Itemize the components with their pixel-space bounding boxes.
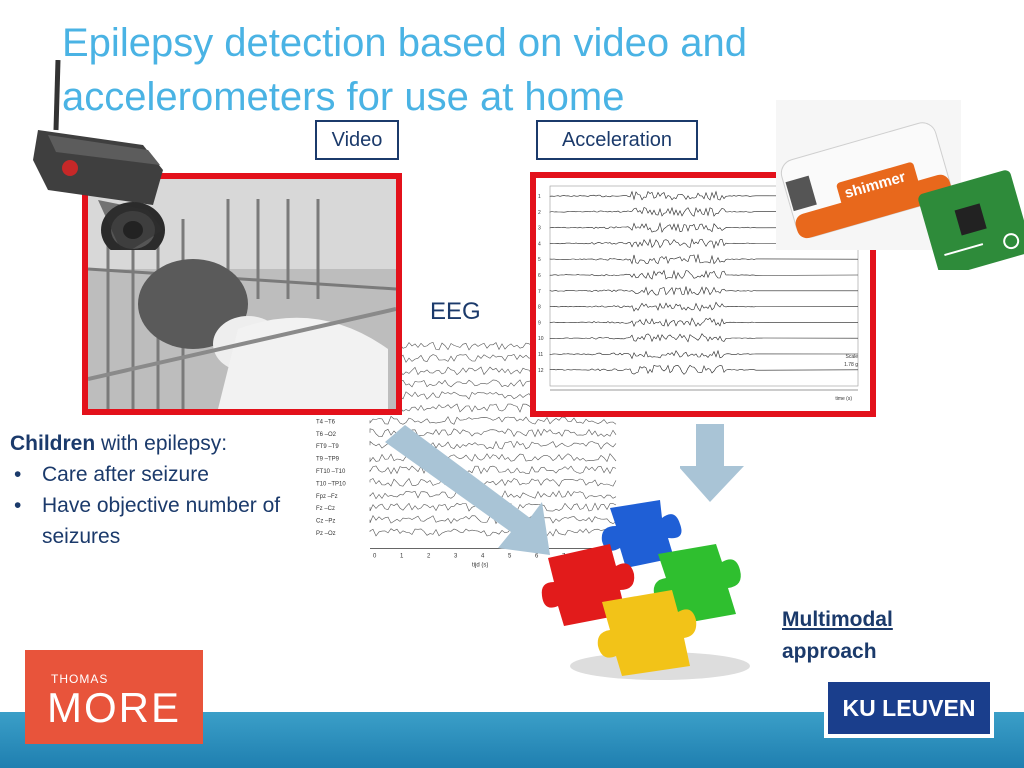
acceleration-label: Acceleration (536, 120, 698, 160)
accel-channel-label: 2 (538, 210, 541, 216)
multimodal-approach-text: Multimodal approach (782, 604, 893, 668)
puzzle-icon (541, 500, 750, 680)
accel-trace (549, 349, 859, 360)
eeg-trace (369, 528, 617, 537)
arrow-icon (385, 425, 550, 555)
accel-trace (549, 286, 858, 296)
accel-xlabel: time (s) (835, 396, 852, 402)
accel-channel-label: 4 (538, 241, 541, 247)
slide-title: Epilepsy detection based on video and ac… (62, 21, 747, 119)
accel-channel-label: 3 (538, 226, 541, 232)
eeg-channel-label: T9 –TP9 (316, 457, 340, 463)
eeg-tick-label: 2 (427, 553, 431, 559)
eeg-channel-label: Pz –Oz (316, 531, 336, 537)
ku-leuven-text: KU LEUVEN (828, 682, 990, 734)
accel-channel-label: 5 (538, 257, 541, 263)
bullet-item: Care after seizure (14, 459, 310, 490)
eeg-channel-label: Fpz –Fz (316, 494, 338, 500)
eeg-tick-label: 4 (481, 553, 485, 559)
camera-icon (33, 60, 165, 250)
accel-channel-label: 12 (538, 368, 544, 374)
eeg-channel-label: T4 –T6 (316, 419, 336, 425)
eeg-xlabel: tijd (s) (472, 562, 488, 568)
eeg-tick-label: 1 (400, 553, 404, 559)
approach-word: approach (782, 640, 877, 663)
eeg-trace (369, 415, 617, 425)
eeg-channel-label: FT9 –T9 (316, 444, 339, 450)
accel-channel-label: 10 (538, 336, 544, 342)
accel-trace (549, 317, 859, 327)
thomas-text: THOMAS (51, 672, 109, 686)
accel-trace (549, 253, 859, 265)
accel-scale-value: 1.78 g (844, 362, 858, 368)
accel-trace (549, 221, 859, 233)
children-bold: Children (10, 432, 96, 455)
child-in-crib-photo (88, 179, 396, 409)
ku-leuven-logo: KU LEUVEN (824, 678, 994, 738)
children-epilepsy-text: Children with epilepsy: Care after seizu… (10, 428, 310, 552)
accel-trace (549, 364, 859, 375)
thomas-more-logo: THOMAS MORE (25, 650, 203, 744)
children-rest: with epilepsy: (95, 432, 228, 455)
accel-trace (549, 238, 859, 249)
accel-channel-label: 7 (538, 289, 541, 295)
accel-channel-label: 11 (538, 352, 543, 358)
eeg-channel-label: T6 –O2 (316, 432, 337, 438)
eeg-label: EEG (430, 298, 481, 325)
accel-channel-label: 1 (538, 194, 541, 200)
accel-channel-label: 8 (538, 305, 541, 311)
shimmer-sensor-image: shimmer (776, 100, 1024, 270)
eeg-channel-label: FT10 –T10 (316, 469, 346, 475)
eeg-channel-label: T10 –TP10 (316, 481, 346, 487)
accel-trace (549, 269, 859, 280)
accel-scale-label: Scale (845, 354, 858, 360)
accel-channel-label: 6 (538, 273, 541, 279)
more-text: MORE (47, 684, 181, 731)
accel-trace (549, 333, 859, 343)
multimodal-word: Multimodal (782, 608, 893, 631)
eeg-trace (369, 465, 617, 475)
eeg-tick-label: 3 (454, 553, 458, 559)
eeg-trace (369, 478, 617, 487)
eeg-channel-label: Cz –Pz (316, 519, 335, 525)
accel-channel-label: 9 (538, 320, 541, 326)
accel-trace (549, 301, 859, 312)
eeg-tick-label: 5 (508, 553, 512, 559)
accel-trace (549, 190, 859, 201)
video-label: Video (315, 120, 399, 160)
accel-plot-border (549, 185, 859, 387)
bullet-item: Have objective number of seizures (14, 490, 310, 552)
accel-trace (549, 206, 859, 217)
eeg-traces: Fp1 –F7F7 –T3T3 –T5T5 –O1Fp2 –F8F8 –T4T4… (316, 341, 618, 568)
bullet-list: Care after seizure Have objective number… (10, 459, 310, 552)
eeg-channel-label: Fz –Cz (316, 506, 335, 512)
arrow-down-icon (680, 424, 744, 502)
eeg-tick-label: 6 (535, 553, 539, 559)
eeg-tick-label: 0 (373, 553, 377, 559)
